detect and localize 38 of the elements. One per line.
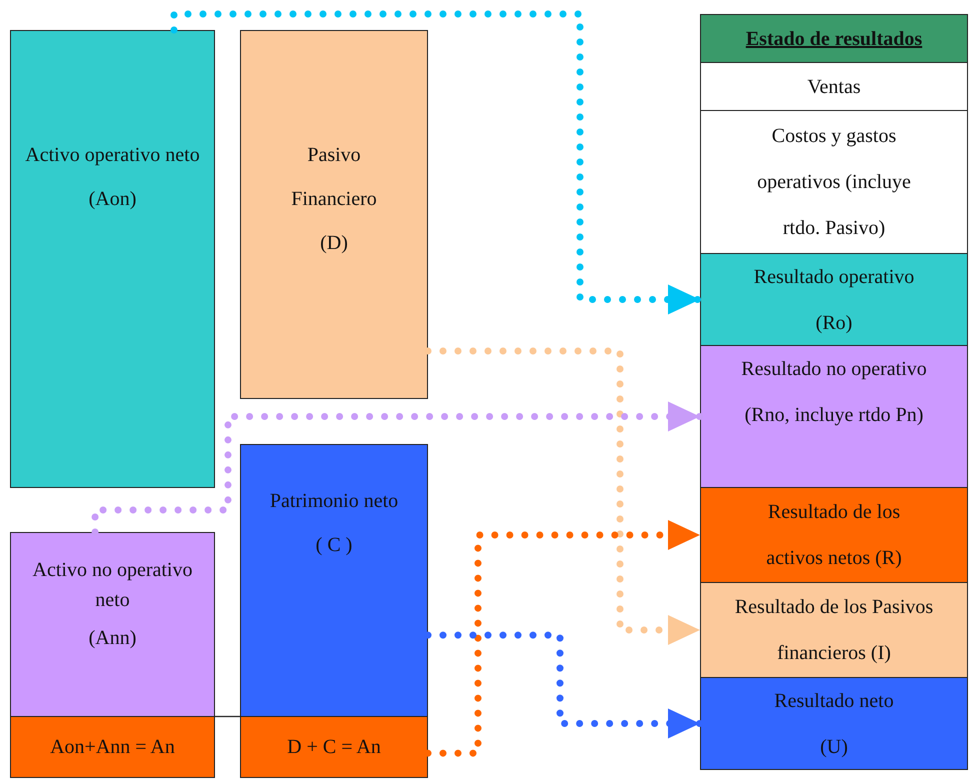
dotted-arrow [170, 10, 704, 314]
table-row [700, 253, 968, 346]
account-label: Resultado neto [774, 688, 894, 714]
account-label: (U) [820, 734, 848, 760]
table-row [700, 110, 968, 254]
dotted-arrow [92, 402, 704, 536]
liability-block [240, 30, 428, 399]
account-label: (D) [320, 231, 348, 256]
table-row [700, 677, 968, 770]
account-label: Resultado de los activos netos (R) [765, 500, 903, 571]
account-label: Resultado no operativo [741, 357, 927, 382]
table-row [700, 582, 968, 678]
account-label: D + C = An [287, 735, 381, 760]
table-row [700, 345, 968, 488]
account-label: Ventas [807, 74, 861, 100]
account-label: Patrimonio neto [270, 489, 398, 514]
account-label: Activo operativo neto [25, 143, 200, 168]
account-label: (Ro) [816, 310, 852, 336]
account-label: ( C ) [316, 533, 352, 558]
account-label: (Rno, incluye rtdo Pn) [744, 403, 924, 428]
table-header [700, 14, 968, 63]
table-row [700, 487, 968, 583]
table-title: Estado de resultados [746, 26, 922, 52]
account-label: (Aon) [88, 187, 136, 212]
dotted-arrow [424, 632, 704, 738]
asset-block [10, 532, 215, 717]
total-block [10, 716, 215, 778]
account-label: Aon+Ann = An [50, 735, 175, 760]
table-row [700, 62, 968, 111]
asset-block [10, 30, 215, 488]
account-label: Activo no operativo neto [32, 558, 194, 613]
account-label: Pasivo Financiero [290, 143, 378, 212]
total-block [240, 716, 428, 778]
account-label: Costos y gastos operativos (incluye rtdo. Pasivo) [756, 124, 912, 241]
account-label: Resultado de los Pasivos financieros (I) [734, 595, 934, 666]
equity-block [240, 444, 428, 717]
account-label: Resultado operativo [754, 264, 914, 290]
account-label: (Ann) [88, 626, 136, 651]
